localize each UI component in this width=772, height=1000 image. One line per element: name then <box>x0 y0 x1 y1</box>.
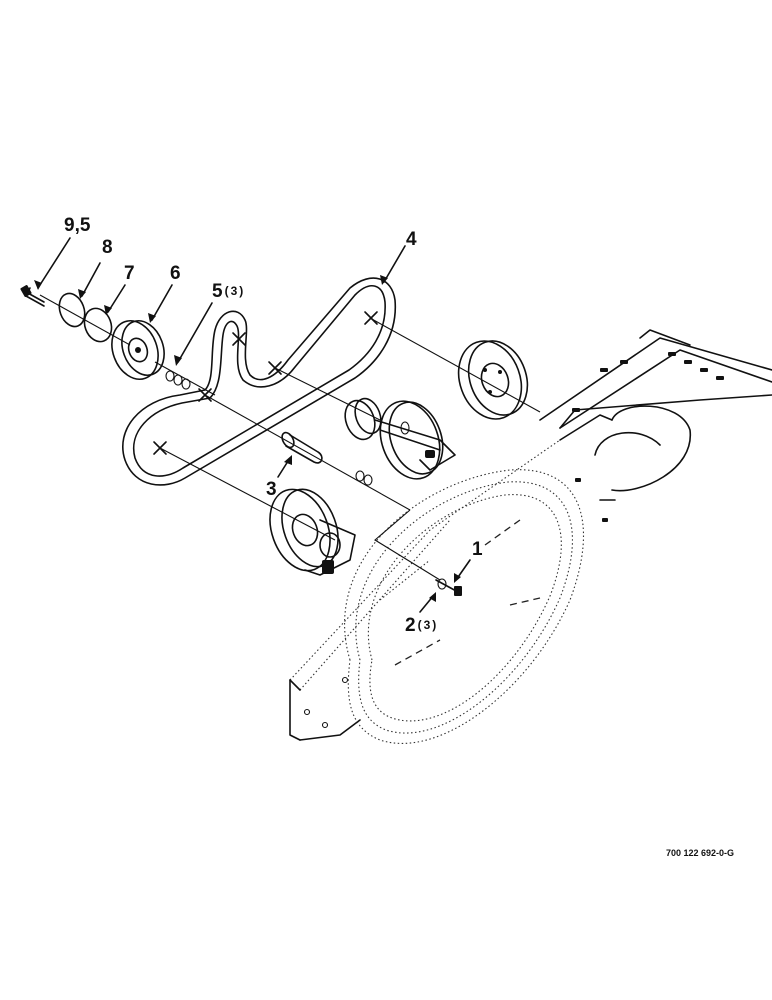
belt-center-marks <box>153 311 378 455</box>
shaft-centerlines <box>39 294 541 581</box>
callout-3: 3 <box>266 480 277 499</box>
lower-pulley <box>269 488 356 576</box>
callout-number: 2 <box>405 615 416 636</box>
callout-7: 7 <box>124 264 135 283</box>
callout-1: 1 <box>472 540 483 559</box>
callout-number: 6 <box>170 263 181 284</box>
callout-number: 7 <box>124 263 135 284</box>
drive-pulley <box>111 320 165 380</box>
bolt <box>20 285 45 307</box>
callout-qty: (3) <box>224 284 246 298</box>
callout-number: 5 <box>212 281 223 302</box>
washers <box>58 292 191 390</box>
idler-assembly <box>344 397 456 480</box>
callout-number: 8 <box>102 237 113 258</box>
callout-5: 5(3) <box>212 282 245 301</box>
callout-qty: (3) <box>417 618 439 632</box>
frame-housing <box>289 329 772 741</box>
frame-bolt <box>435 578 462 596</box>
callout-4: 4 <box>406 230 417 249</box>
callout-2: 2(3) <box>405 616 438 635</box>
spacer-sleeve <box>281 431 373 486</box>
callout-number: 9,5 <box>64 215 91 236</box>
serpentine-belt <box>122 277 397 486</box>
drawing-number: 700 122 692-0-G <box>666 848 735 858</box>
leader-arrows <box>34 237 471 613</box>
callout-6: 6 <box>170 264 181 283</box>
callout-number: 4 <box>406 229 417 250</box>
callout-number: 3 <box>266 479 277 500</box>
callout-8: 8 <box>102 238 113 257</box>
callout-number: 1 <box>472 539 483 560</box>
upper-right-pulley <box>457 340 529 420</box>
callout-9-5: 9,5 <box>64 216 90 235</box>
main-drive-belt-ring <box>344 469 584 744</box>
